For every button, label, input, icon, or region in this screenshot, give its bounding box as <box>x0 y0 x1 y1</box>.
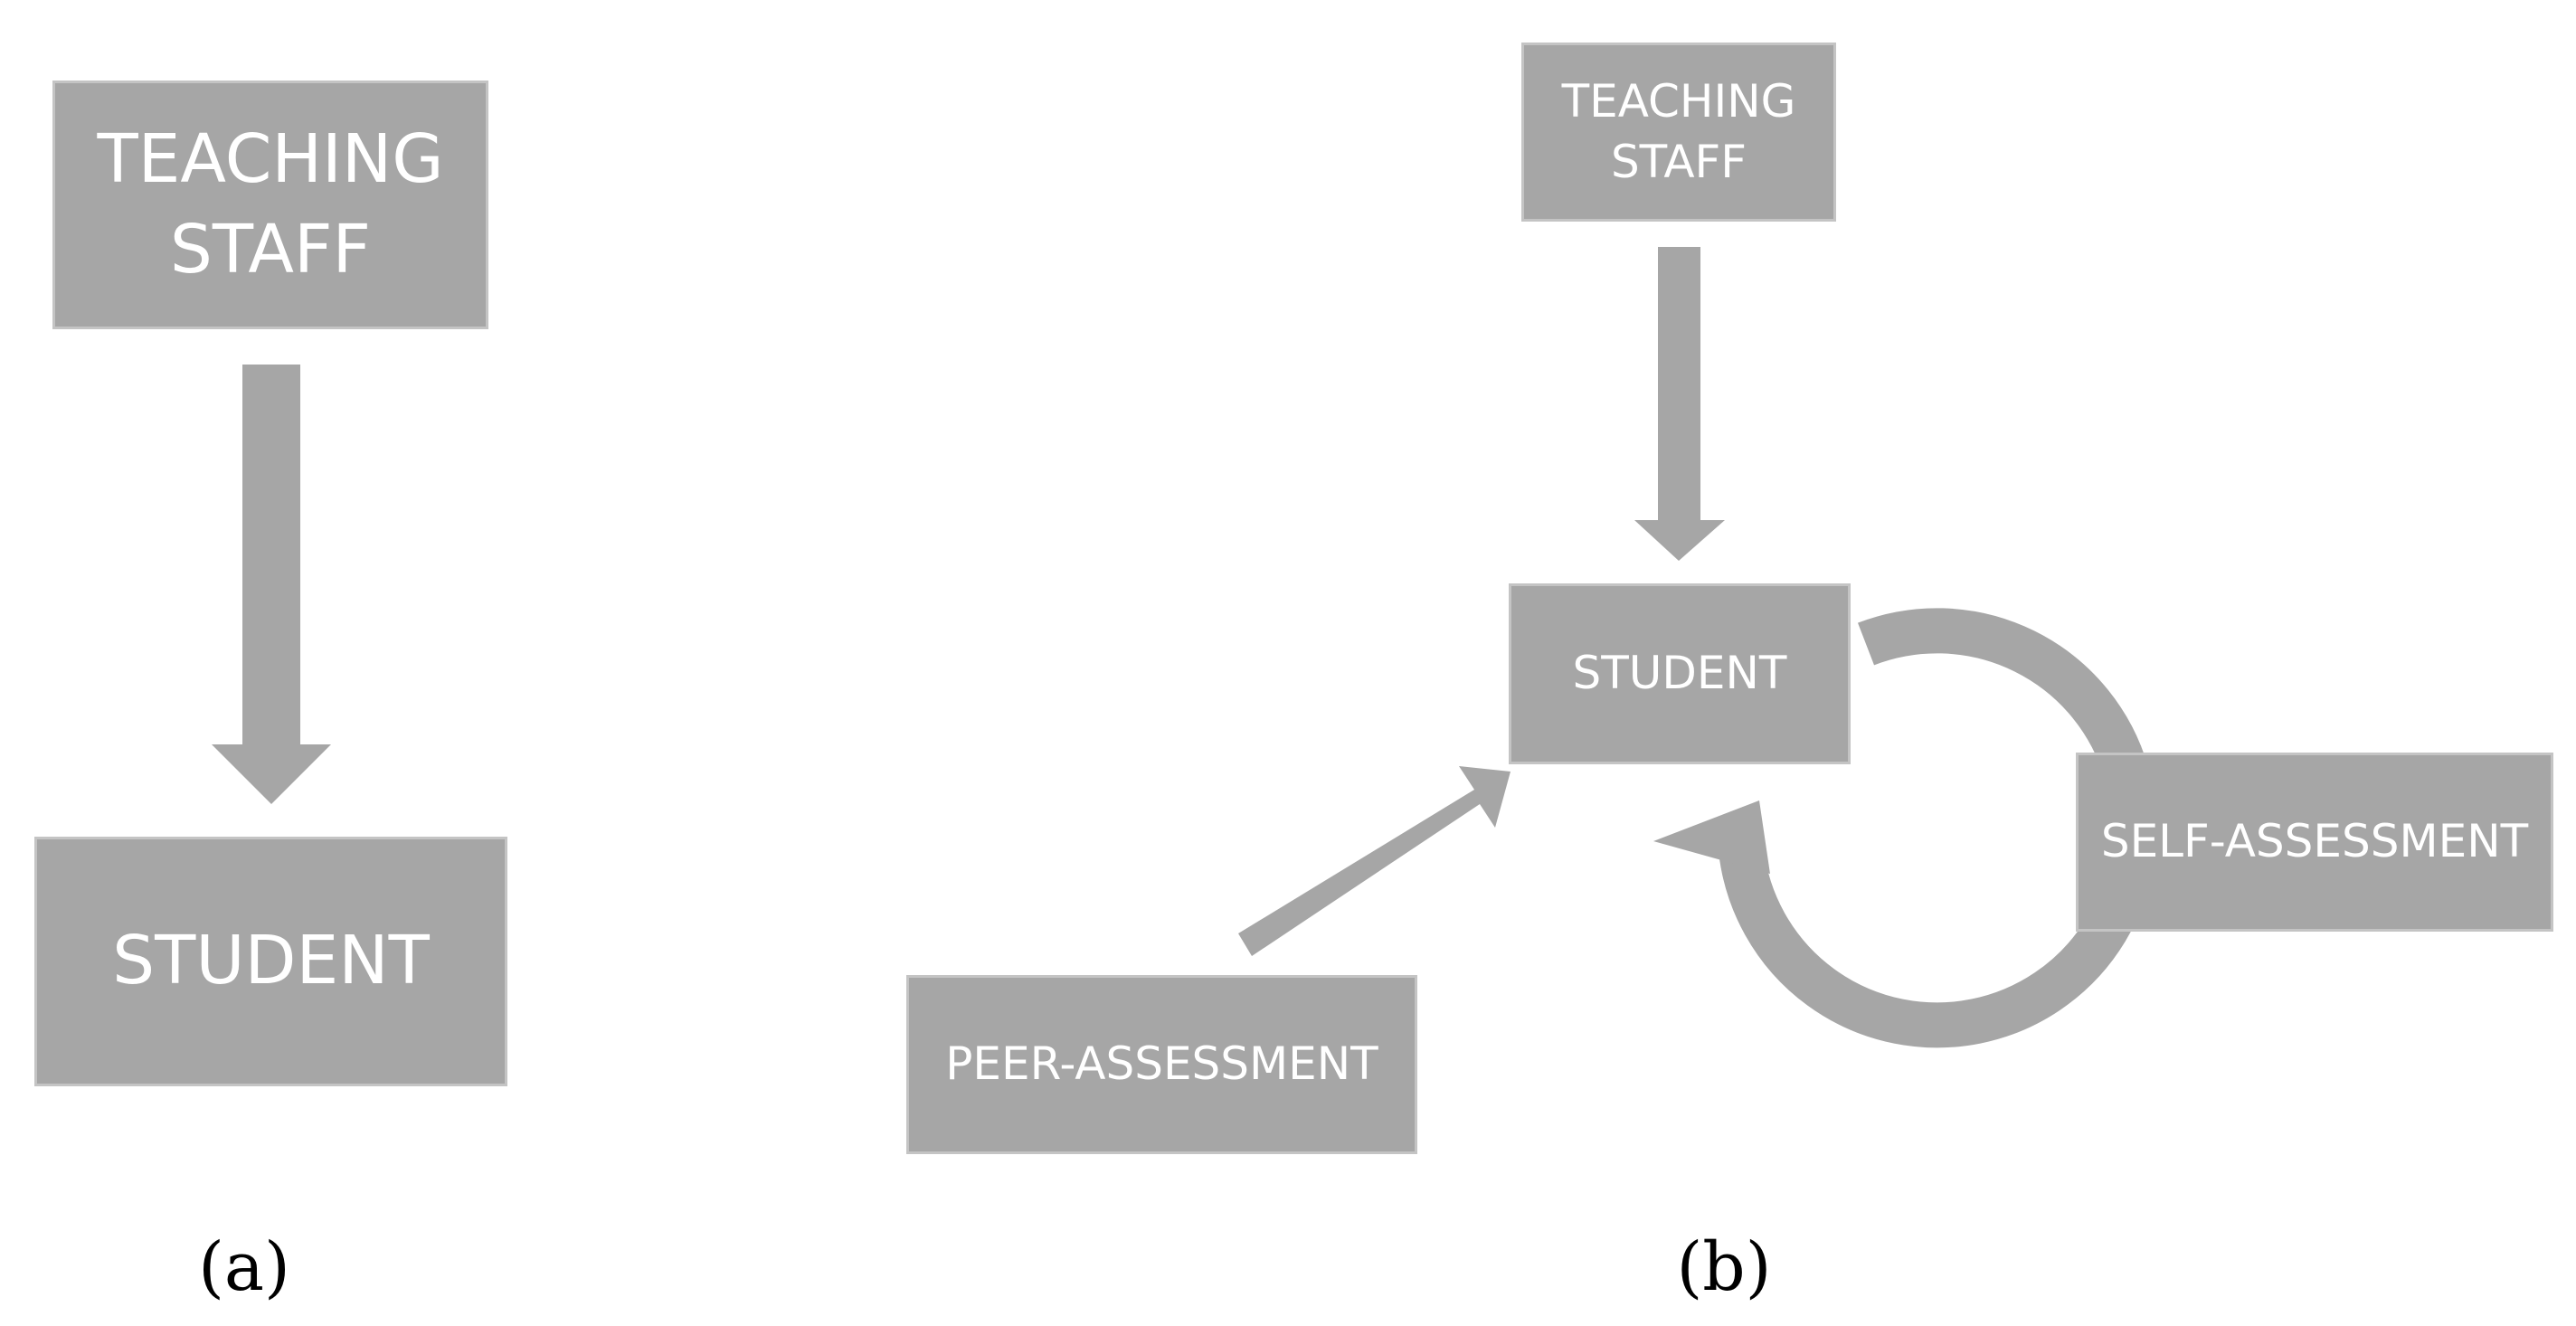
teaching-staff-label-line1: TEACHING <box>1561 74 1796 128</box>
self-assessment-label: SELF-ASSESSMENT <box>2100 815 2529 868</box>
student-box-b: STUDENT <box>1509 583 1851 764</box>
teaching-staff-label-line2: STAFF <box>1610 136 1747 188</box>
student-label: STUDENT <box>1572 647 1787 700</box>
peer-assessment-box: PEER-ASSESSMENT <box>906 975 1417 1154</box>
student-box-a: STUDENT <box>34 837 507 1086</box>
teaching-staff-box-a: TEACHING STAFF <box>52 81 488 329</box>
panel-label-a: (a) <box>198 1228 290 1306</box>
arrow-peer-to-student <box>1238 766 1511 956</box>
arrow-teaching-to-student-a <box>212 365 331 804</box>
panel-label-b: (b) <box>1676 1228 1772 1306</box>
peer-assessment-label: PEER-ASSESSMENT <box>945 1037 1378 1091</box>
arrow-teaching-to-student-b <box>1634 247 1725 561</box>
arrow-self-assessment-head <box>1653 800 1770 874</box>
student-label: STUDENT <box>112 922 430 1000</box>
teaching-staff-label-line2: STAFF <box>169 210 372 289</box>
teaching-staff-box-b: TEACHING STAFF <box>1521 43 1836 222</box>
teaching-staff-label-line1: TEACHING <box>97 119 444 198</box>
self-assessment-box: SELF-ASSESSMENT <box>2076 753 2553 932</box>
